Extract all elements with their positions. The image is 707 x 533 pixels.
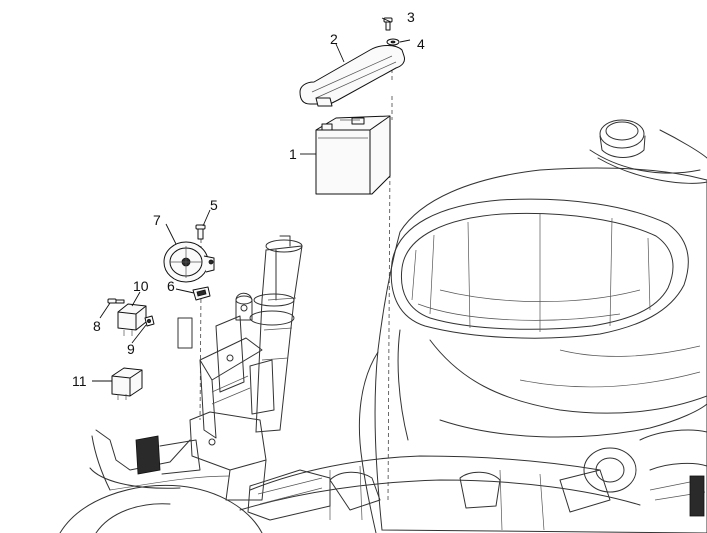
fuel-cap bbox=[599, 119, 646, 158]
callout-labels: 1 2 3 4 5 6 7 8 9 10 11 bbox=[72, 9, 425, 389]
callout-3: 3 bbox=[407, 9, 415, 25]
callout-10: 10 bbox=[133, 278, 149, 294]
washer-part-4 bbox=[386, 38, 400, 46]
callout-7: 7 bbox=[153, 212, 161, 228]
lower-mechanism bbox=[583, 429, 707, 517]
callout-2: 2 bbox=[330, 31, 338, 47]
horn-bracket-clip bbox=[192, 286, 211, 301]
screw-part-5 bbox=[195, 224, 206, 240]
callout-8: 8 bbox=[93, 318, 101, 334]
callout-6: 6 bbox=[167, 278, 175, 294]
horn bbox=[163, 241, 215, 283]
battery bbox=[315, 115, 391, 195]
relay-part-10 bbox=[117, 303, 147, 336]
clip-part-9 bbox=[144, 315, 155, 327]
front-bracket bbox=[89, 429, 231, 491]
callout-4: 4 bbox=[417, 36, 425, 52]
scooter-frame-illustration bbox=[59, 119, 707, 533]
screw-part-3 bbox=[383, 17, 393, 31]
screw-part-8 bbox=[107, 298, 125, 304]
callout-1: 1 bbox=[289, 146, 297, 162]
relay-part-11 bbox=[111, 367, 143, 400]
leader-lines bbox=[92, 17, 411, 382]
battery-strap bbox=[299, 45, 405, 107]
callout-5: 5 bbox=[210, 197, 218, 213]
callout-11: 11 bbox=[72, 373, 87, 389]
callout-9: 9 bbox=[127, 341, 135, 357]
steering-column-frame bbox=[89, 235, 331, 521]
